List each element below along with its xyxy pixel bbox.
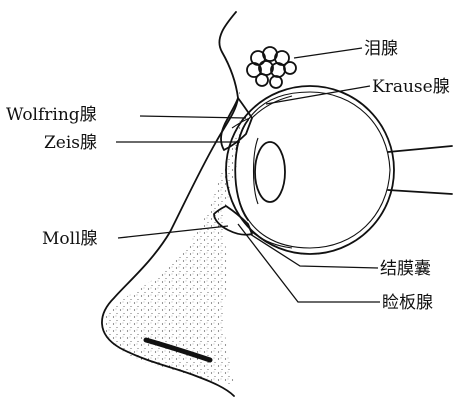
leader-lines [116,48,380,302]
lacrimal-gland [247,47,296,88]
skin-shading [105,60,242,385]
label-krause-gland: Krause腺 [372,77,450,97]
optic-nerve [388,146,452,194]
lens [255,142,285,202]
label-tarsal-gland: 睑板腺 [382,293,433,313]
leader-lacrimal [294,48,362,58]
leader-tarsal [238,224,380,302]
label-wolfring-gland: Wolfring腺 [6,105,97,125]
label-lacrimal-gland: 泪腺 [364,39,398,59]
leader-krause [266,86,370,104]
label-zeis-gland: Zeis腺 [44,133,97,153]
label-moll-gland: Moll腺 [42,229,98,249]
sclera [226,86,394,254]
conjunctiva [252,96,292,248]
label-conjunctival-sac: 结膜囊 [380,259,431,279]
face-profile [102,12,241,396]
